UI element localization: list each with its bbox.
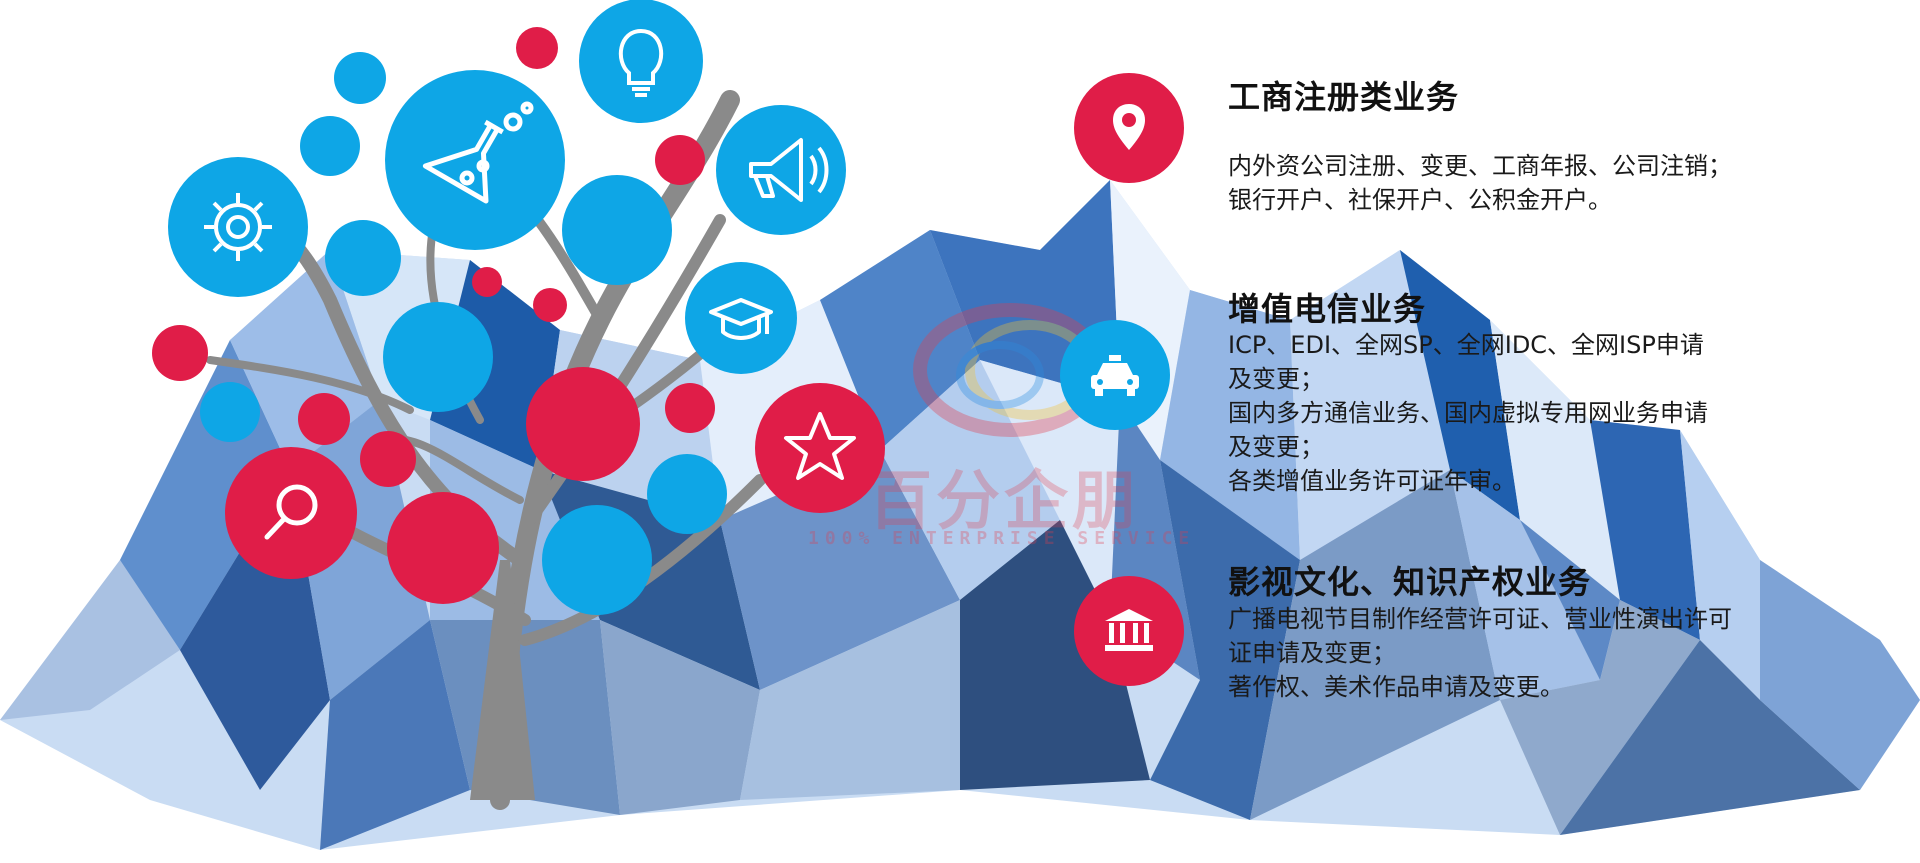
tree-trunk-base [470,560,535,800]
description-line: 内外资公司注册、变更、工商年报、公司注销； [1228,152,1732,180]
description-line: 及变更； [1228,365,1324,393]
watermark-english-text: 100% ENTERPRISE SERVICE [808,528,1196,549]
service-title-film-ip: 影视文化、知识产权业务 [1228,563,1592,601]
star-icon [755,383,885,513]
description-line: 各类增值业务许可证年审。 [1228,467,1516,495]
service-description-telecom: ICP、EDI、全网SP、全网IDC、全网ISP申请 及变更； 国内多方通信业务… [1228,328,1828,498]
description-line: 著作权、美术作品申请及变更。 [1228,673,1564,701]
lightbulb-icon [579,0,703,123]
service-title-business-registration: 工商注册类业务 [1228,78,1460,116]
magnifier-icon [225,447,357,579]
bank-building-icon [1074,576,1184,686]
description-line: 国内多方通信业务、国内虚拟专用网业务申请 [1228,399,1708,427]
description-line: 广播电视节目制作经营许可证、营业性演出许可 [1228,605,1732,633]
tree-decorative-balls [152,27,727,615]
description-line: ICP、EDI、全网SP、全网IDC、全网ISP申请 [1228,331,1704,359]
gear-icon [168,157,308,297]
description-line: 银行开户、社保开户、公积金开户。 [1228,186,1612,214]
graduation-cap-icon [685,262,797,374]
map-pin-icon [1074,73,1184,183]
flask-icon [385,70,565,250]
megaphone-icon [716,105,846,235]
tree-illustration [152,0,885,810]
service-title-telecom: 增值电信业务 [1228,290,1427,328]
description-line: 及变更； [1228,433,1324,461]
service-description-business-registration: 内外资公司注册、变更、工商年报、公司注销； 银行开户、社保开户、公积金开户。 [1228,149,1828,217]
service-description-film-ip: 广播电视节目制作经营许可证、营业性演出许可 证申请及变更； 著作权、美术作品申请… [1228,602,1828,704]
description-line: 证申请及变更； [1228,639,1396,667]
watermark-chinese-text: 百分企朋 [868,464,1140,539]
taxi-icon [1060,320,1170,430]
